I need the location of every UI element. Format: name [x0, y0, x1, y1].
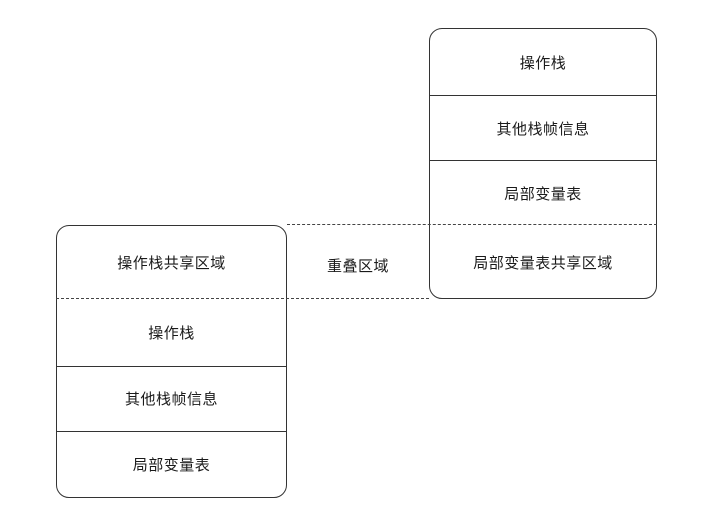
overlap-top-dashed-line — [287, 224, 657, 225]
upper-shared-local-variable-region: 局部变量表共享区域 — [473, 253, 613, 272]
upper-other-frame-info: 其他栈帧信息 — [496, 119, 590, 138]
lower-local-variable-table: 局部变量表 — [132, 455, 211, 474]
overlap-region-label: 重叠区域 — [326, 256, 389, 275]
lower-stack-frame: 操作栈共享区域 操作栈 其他栈帧信息 局部变量表 — [56, 225, 287, 498]
upper-divider-2 — [430, 160, 656, 161]
lower-divider-3 — [57, 431, 286, 432]
upper-operand-stack: 操作栈 — [519, 54, 567, 72]
overlap-bottom-dashed-line — [56, 298, 429, 299]
lower-shared-operand-stack-region: 操作栈共享区域 — [117, 254, 226, 272]
upper-divider-1 — [430, 95, 656, 96]
lower-other-frame-info: 其他栈帧信息 — [124, 390, 218, 408]
upper-local-variable-table: 局部变量表 — [504, 184, 582, 203]
lower-divider-2 — [57, 366, 286, 367]
lower-operand-stack: 操作栈 — [148, 324, 195, 342]
upper-stack-frame: 操作栈 其他栈帧信息 局部变量表 局部变量表共享区域 — [429, 28, 657, 299]
